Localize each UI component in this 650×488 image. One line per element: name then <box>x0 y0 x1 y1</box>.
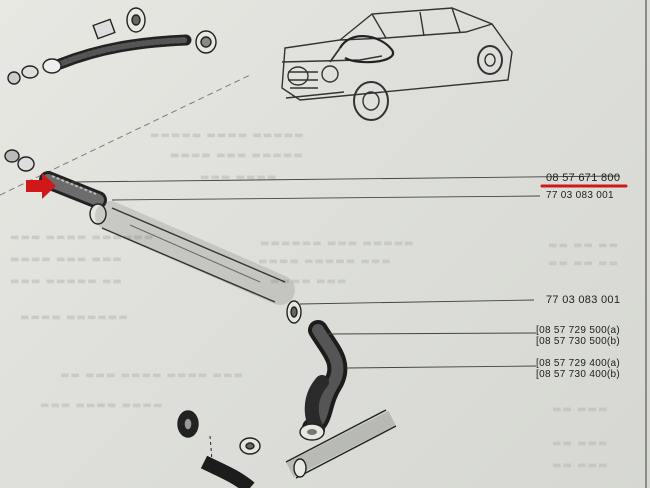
part-number-clip-upper: 77 03 083 001 <box>546 190 614 201</box>
part-number-hose-400-a: [08 57 729 400(a) <box>536 358 621 369</box>
upper-hose-assembly <box>7 7 217 85</box>
section-divider-line <box>0 74 251 196</box>
part-number-hose-500-a: [08 57 729 500(a) <box>536 325 621 336</box>
part-number-highlighted: 08 57 671 800 <box>546 172 621 184</box>
car-illustration-icon <box>281 7 513 121</box>
lower-pipe-assembly <box>177 409 397 488</box>
part-number-hose-500-b: [08 57 730 500(b) <box>536 336 621 347</box>
part-number-hose-400-b: [08 57 730 400(b) <box>536 369 621 380</box>
radiator-hose-assembly <box>4 149 302 324</box>
part-number-clip-lower: 77 03 083 001 <box>546 294 621 306</box>
heater-hose-pair <box>299 320 348 441</box>
leader-lines <box>71 175 621 369</box>
arrow-icon <box>26 173 56 199</box>
